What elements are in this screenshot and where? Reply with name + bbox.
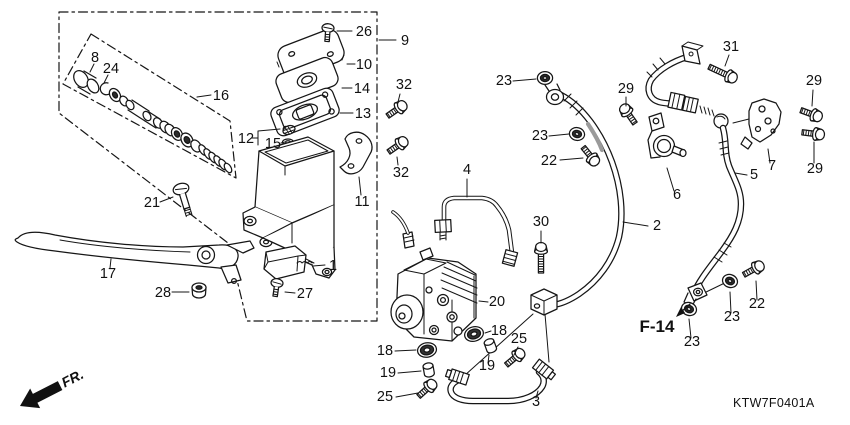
bolt-31	[705, 60, 741, 87]
part-callout-9[interactable]: 9	[401, 33, 409, 49]
banjo-eye	[545, 88, 565, 106]
part-callout-6[interactable]: 6	[673, 187, 681, 203]
part-callout-27[interactable]: 27	[297, 286, 313, 302]
part-callout-29[interactable]: 29	[807, 161, 823, 177]
bolt-30	[533, 241, 549, 274]
collar-19-left	[421, 361, 436, 379]
part-callout-23[interactable]: 23	[724, 309, 740, 325]
part-callout-30[interactable]: 30	[533, 214, 549, 230]
part-callout-8[interactable]: 8	[91, 50, 99, 66]
float-12-drawing	[282, 124, 296, 136]
part-callout-18[interactable]: 18	[491, 323, 507, 339]
brake-switch-drawing	[263, 245, 315, 280]
part-callout-26[interactable]: 26	[356, 24, 372, 40]
part-callout-14[interactable]: 14	[354, 81, 370, 97]
part-callout-3[interactable]: 3	[532, 394, 540, 410]
part-callout-31[interactable]: 31	[723, 39, 739, 55]
part-callout-21[interactable]: 21	[144, 195, 160, 211]
assembly-lines	[463, 118, 750, 377]
spring	[198, 144, 233, 174]
brake-pipe-4-drawing	[434, 195, 519, 267]
part-callout-25[interactable]: 25	[511, 331, 527, 347]
collar-19-right	[482, 336, 499, 355]
part-callout-15[interactable]: 15	[265, 136, 281, 152]
part-callout-20[interactable]: 20	[489, 294, 505, 310]
part-callout-12[interactable]: 12	[238, 131, 254, 147]
brake-lever-drawing	[14, 231, 255, 285]
part-callout-32[interactable]: 32	[396, 77, 412, 93]
banjo-bolt-22-b	[740, 257, 768, 282]
diagram-code: KTW7F0401A	[733, 396, 815, 410]
washer-23-a	[536, 70, 554, 86]
hose-end-block	[681, 45, 701, 65]
part-callout-29[interactable]: 29	[806, 73, 822, 89]
washer-23-d	[720, 271, 740, 291]
screw-25-left	[413, 375, 441, 402]
reservoir-clamp-drawing	[339, 131, 373, 175]
part-callout-1[interactable]: 1	[329, 258, 337, 274]
part-callout-10[interactable]: 10	[356, 57, 372, 73]
master-cylinder-group-outline	[58, 11, 378, 322]
part-callout-25[interactable]: 25	[377, 389, 393, 405]
bolt-32-b	[384, 133, 412, 158]
piston-kit-outline	[62, 33, 237, 179]
part-callout-5[interactable]: 5	[750, 167, 758, 183]
bolt-32-a	[383, 97, 411, 122]
f14-arrow	[676, 303, 691, 317]
part-callout-7[interactable]: 7	[768, 158, 776, 174]
part-callout-2[interactable]: 2	[653, 218, 661, 234]
screw-25-right	[501, 345, 529, 371]
brake-hose-5-drawing	[645, 41, 745, 307]
abs-modulator-drawing	[390, 210, 478, 342]
front-arrow-icon	[20, 381, 63, 409]
brake-hose-2-drawing	[530, 83, 625, 316]
leader-lines	[89, 30, 815, 399]
part-callout-23[interactable]: 23	[532, 128, 548, 144]
washer-23-b	[567, 125, 587, 143]
bolt-29-a	[616, 100, 641, 128]
part-callout-18[interactable]: 18	[377, 343, 393, 359]
part-callout-19[interactable]: 19	[479, 358, 495, 374]
part-callout-16[interactable]: 16	[213, 88, 229, 104]
bolt-29-b	[798, 103, 825, 125]
part-callout-23[interactable]: 23	[684, 334, 700, 350]
switch-screw-drawing	[268, 277, 285, 298]
part-callout-29[interactable]: 29	[618, 81, 634, 97]
part-callout-22[interactable]: 22	[749, 296, 765, 312]
part-callout-17[interactable]: 17	[100, 266, 116, 282]
part-callout-11[interactable]: 11	[354, 194, 369, 210]
washer-23-c	[679, 299, 699, 319]
bolt-29-c	[800, 125, 826, 143]
hose-clamp-6-drawing	[647, 112, 687, 159]
part-callout-32[interactable]: 32	[393, 165, 409, 181]
circlip	[99, 82, 111, 96]
front-direction-marker: FR.	[20, 366, 86, 409]
bracket-7-drawing	[740, 98, 782, 150]
part-callout-24[interactable]: 24	[103, 61, 119, 77]
part-callout-28[interactable]: 28	[155, 285, 171, 301]
part-callout-13[interactable]: 13	[355, 106, 371, 122]
dashed-boundaries	[58, 11, 378, 322]
reference-label[interactable]: F-14	[640, 317, 676, 336]
piston-kit-drawing	[73, 70, 233, 174]
pivot-bolt-drawing	[172, 182, 193, 218]
front-label: FR.	[59, 366, 86, 390]
part-callout-22[interactable]: 22	[541, 153, 557, 169]
grommet-18-left	[415, 340, 439, 360]
part-callout-4[interactable]: 4	[463, 162, 471, 178]
part-callout-19[interactable]: 19	[380, 365, 396, 381]
part-callout-23[interactable]: 23	[496, 73, 512, 89]
pivot-nut-drawing	[191, 282, 207, 299]
master-cylinder-body-drawing	[242, 136, 336, 279]
brake-hose-3-drawing	[444, 358, 557, 405]
